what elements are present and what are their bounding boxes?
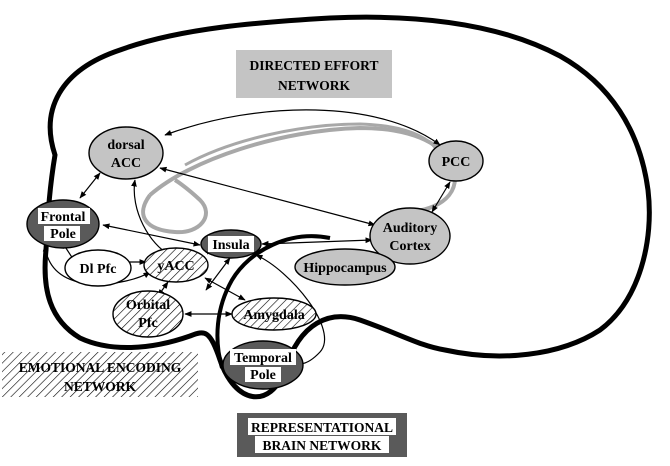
svg-text:NETWORK: NETWORK [64,379,137,394]
directed-effort-label: DIRECTED EFFORT NETWORK [236,50,392,98]
svg-text:PCC: PCC [442,155,471,170]
svg-text:BRAIN NETWORK: BRAIN NETWORK [263,438,382,453]
region-dl-pfc: Dl Pfc [64,249,132,287]
region-insula: Insula [200,229,262,259]
svg-text:yACC: yACC [157,259,194,274]
svg-text:NETWORK: NETWORK [278,78,351,93]
svg-text:Frontal: Frontal [41,210,86,225]
svg-text:DIRECTED EFFORT: DIRECTED EFFORT [250,58,379,73]
region-temporal-pole: Temporal Pole [222,340,304,390]
arrow-pcc-auditory [431,181,451,213]
arrow-insula-amygdala [205,257,231,291]
region-frontal-pole: Frontal Pole [26,199,100,249]
svg-text:Dl Pfc: Dl Pfc [80,262,117,277]
region-pcc: PCC [428,140,484,182]
arrow-dacc-pcc [164,109,441,146]
svg-text:Pole: Pole [250,368,276,383]
svg-text:Cortex: Cortex [389,239,430,254]
region-dorsal-acc: dorsal ACC [88,126,164,180]
svg-text:Temporal: Temporal [234,351,292,366]
svg-text:Pole: Pole [50,227,76,242]
representational-label: REPRESENTATIONAL BRAIN NETWORK [237,413,407,457]
region-yacc: yACC [143,247,209,283]
svg-text:REPRESENTATIONAL: REPRESENTATIONAL [251,420,393,435]
svg-text:Amygdala: Amygdala [243,308,304,323]
svg-text:EMOTIONAL ENCODING: EMOTIONAL ENCODING [19,360,182,375]
region-auditory-cortex: Auditory Cortex [369,207,451,265]
arrow-dacc-auditory [159,166,376,227]
svg-text:Hippocampus: Hippocampus [303,261,387,276]
region-orbital-pfc: Orbital Pfc [112,290,184,338]
arrow-insula-auditory [261,237,373,247]
svg-text:Orbital: Orbital [126,298,170,313]
region-amygdala: Amygdala [231,297,317,331]
svg-text:Pfc: Pfc [138,316,157,331]
corpus-callosum-inner [184,122,443,169]
svg-text:Insula: Insula [212,238,249,253]
svg-text:ACC: ACC [111,156,141,171]
region-hippocampus: Hippocampus [294,248,396,286]
emotional-encoding-label: EMOTIONAL ENCODING NETWORK [2,352,198,397]
arrow-dacc-frontal [79,172,101,199]
arrow-frontal-insula [102,223,201,247]
brain-outline [42,14,652,400]
svg-text:dorsal: dorsal [107,138,144,153]
svg-text:Auditory: Auditory [383,221,437,236]
